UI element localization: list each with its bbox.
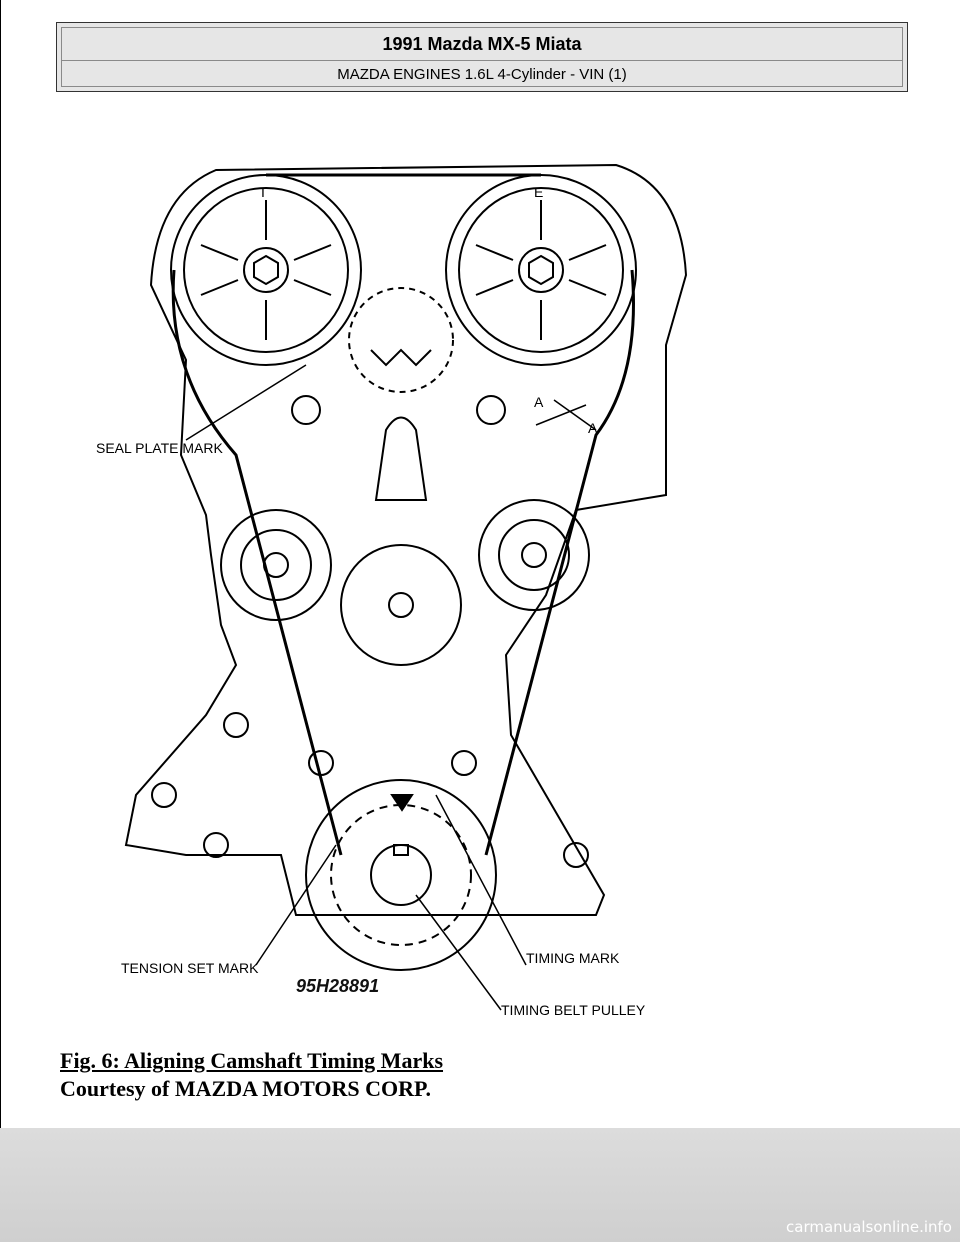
figure-caption-credit: Courtesy of MAZDA MOTORS CORP.	[60, 1076, 431, 1101]
callout-timing-belt-pulley: TIMING BELT PULLEY	[501, 1002, 646, 1018]
figure-caption-title: Fig. 6: Aligning Camshaft Timing Marks	[60, 1048, 444, 1073]
tensioner-pulley	[220, 509, 332, 621]
page-footer-band: carmanualsonline.info	[0, 1128, 960, 1242]
mark-a-lower: A	[588, 420, 598, 436]
upper-cover-outline	[124, 163, 688, 916]
header-title: 1991 Mazda MX-5 Miata	[382, 34, 582, 54]
watermark: carmanualsonline.info	[786, 1218, 952, 1236]
figure-code: 95H28891	[296, 976, 379, 996]
idler-pulley	[478, 499, 590, 611]
header-divider	[62, 60, 902, 61]
intake-cam-pulley	[170, 174, 362, 366]
upper-boss-right	[476, 395, 506, 425]
mark-a-upper: A	[534, 394, 544, 410]
header-subtitle: MAZDA ENGINES 1.6L 4-Cylinder - VIN (1)	[337, 66, 627, 83]
water-pump	[340, 544, 462, 666]
timing-belt	[171, 173, 635, 856]
seal-plate-detail-circle	[348, 287, 454, 393]
callout-timing-mark: TIMING MARK	[526, 950, 620, 966]
header-inner-frame: 1991 Mazda MX-5 Miata MAZDA ENGINES 1.6L…	[61, 27, 903, 87]
cam-mark-i: I	[261, 184, 265, 200]
page-left-rule	[0, 0, 1, 1128]
cam-mark-e: E	[534, 184, 543, 200]
crank-timing-belt-pulley	[305, 779, 497, 971]
exhaust-cam-pulley	[445, 174, 637, 366]
engine-timing-diagram: SEAL PLATE MARK TENSION SET MARK TIMING …	[56, 155, 736, 1030]
callout-seal-plate-mark: SEAL PLATE MARK	[96, 440, 223, 456]
callout-seal-plate-mark-text: SEAL PLATE MARK	[96, 440, 223, 456]
upper-boss-left	[291, 395, 321, 425]
callout-tension-set-mark: TENSION SET MARK	[121, 960, 259, 976]
document-header: 1991 Mazda MX-5 Miata MAZDA ENGINES 1.6L…	[56, 22, 908, 92]
